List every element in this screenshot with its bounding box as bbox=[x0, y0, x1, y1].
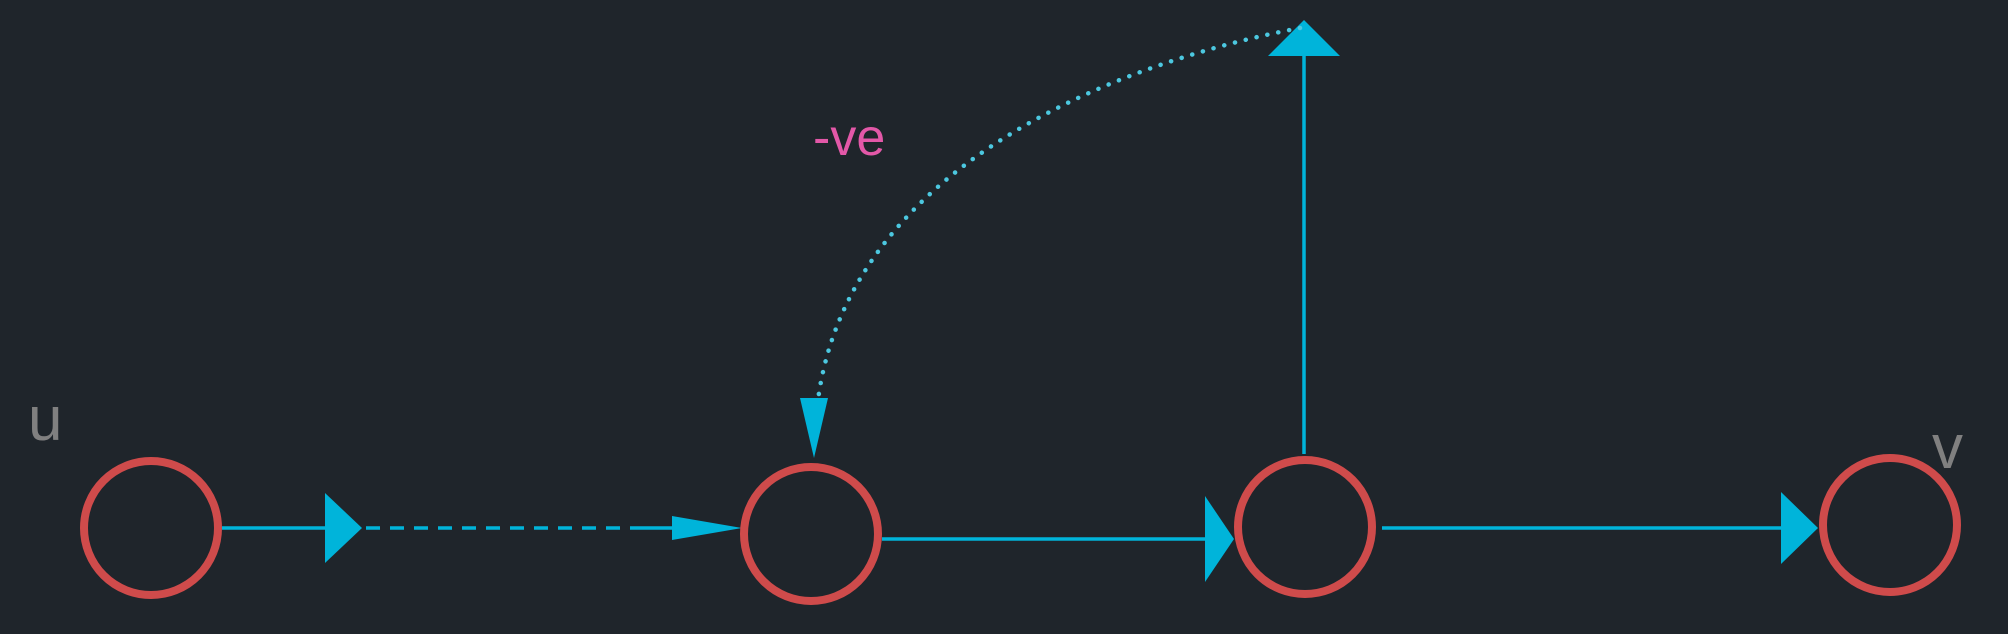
edge-node-2-to-node-3 bbox=[882, 496, 1234, 582]
edge-arrowhead bbox=[325, 493, 362, 563]
edge-arrowhead bbox=[1781, 492, 1818, 564]
edge-node-3-upward bbox=[1268, 20, 1340, 454]
edge-arrowhead bbox=[672, 516, 742, 540]
edge-arrowhead bbox=[800, 398, 828, 458]
node-v bbox=[1819, 454, 1961, 596]
edge-arrowhead bbox=[1205, 496, 1234, 582]
node-u bbox=[80, 457, 222, 599]
node-3 bbox=[1234, 456, 1376, 598]
negative-edge-label: -ve bbox=[813, 109, 885, 167]
node-label-u: u bbox=[28, 385, 62, 454]
edge-negative-back-to-node-2: -ve bbox=[800, 25, 1303, 458]
edge-u-to-node-2 bbox=[222, 493, 742, 563]
edge-arrowhead bbox=[1268, 20, 1340, 56]
edge-node-3-to-v bbox=[1382, 492, 1818, 564]
node-label-v: v bbox=[1932, 413, 1963, 482]
node-2 bbox=[740, 463, 882, 605]
